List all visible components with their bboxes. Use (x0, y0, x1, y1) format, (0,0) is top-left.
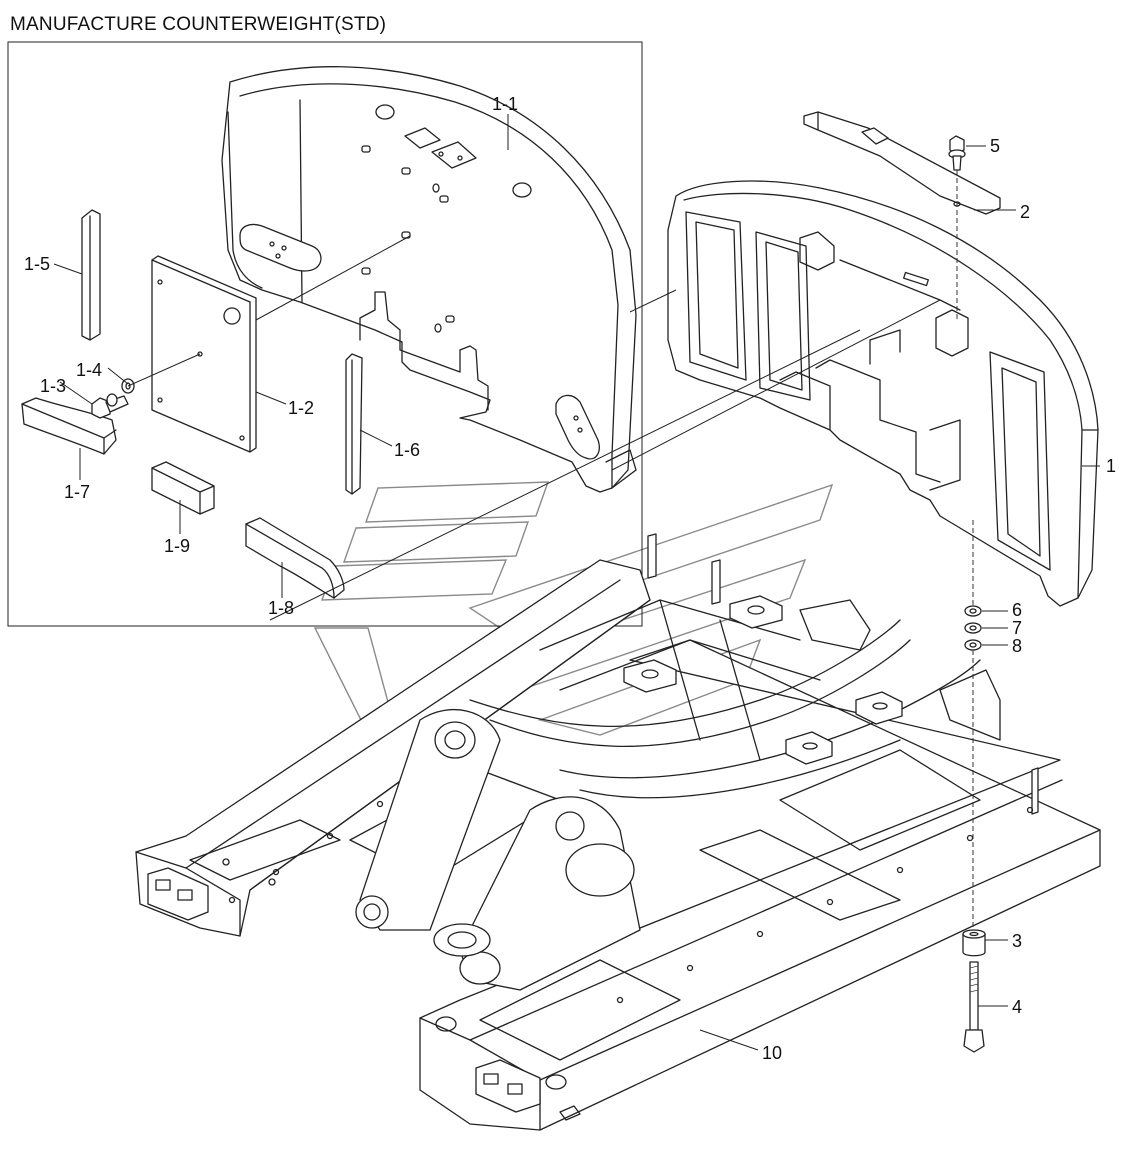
callout-2: 2 (1020, 202, 1030, 222)
callout-1-2: 1-2 (288, 398, 314, 418)
callout-8: 8 (1012, 636, 1022, 656)
callout-1-7: 1-7 (64, 482, 90, 502)
part-1-5-bar (81, 209, 101, 341)
part-1-7-wedge (21, 397, 117, 455)
part-1-3-bolt (91, 395, 129, 419)
part-1-9-block (151, 461, 215, 515)
part-1-6-bar (345, 353, 363, 495)
callout-1-6: 1-6 (394, 440, 420, 460)
callout-10: 10 (762, 1043, 782, 1063)
part-1-8-wedge (245, 517, 345, 599)
part-1-counterweight (667, 180, 1099, 607)
assembly-lines (255, 170, 974, 930)
part-1-1-counterweight-shell (221, 66, 637, 493)
part-4-long-bolt (963, 961, 985, 1053)
callout-1-3: 1-3 (40, 376, 66, 396)
callout-1-1: 1-1 (492, 94, 518, 114)
callout-6: 6 (1012, 600, 1022, 620)
callout-4: 4 (1012, 997, 1022, 1017)
part-6-washer (964, 605, 982, 617)
callout-5: 5 (990, 136, 1000, 156)
subassembly-frame (7, 41, 643, 627)
callout-7: 7 (1012, 618, 1022, 638)
callout-1-4: 1-4 (76, 360, 102, 380)
part-10-upper-frame (135, 533, 1101, 1131)
callout-3: 3 (1012, 931, 1022, 951)
callout-labels: 1-1 1-2 1-3 1-4 1-5 1-6 1-7 1-8 1-9 1 2 … (24, 94, 1116, 1063)
part-1-2-plate (151, 255, 257, 453)
part-1-4-spring-washer (106, 393, 118, 407)
callout-1-8: 1-8 (268, 598, 294, 618)
diagram-title: MANUFACTURE COUNTERWEIGHT(STD) (10, 14, 387, 35)
part-3-spacer (962, 929, 986, 957)
callout-leaders-small (982, 610, 1008, 646)
part-5-bolt (948, 135, 966, 171)
callout-1-5: 1-5 (24, 254, 50, 274)
leader-lines (53, 114, 1100, 1051)
callout-1: 1 (1106, 456, 1116, 476)
part-8-washer (964, 639, 982, 651)
part-7-washer (964, 622, 982, 634)
callout-1-9: 1-9 (164, 536, 190, 556)
part-2-cover-plate (803, 111, 1001, 215)
